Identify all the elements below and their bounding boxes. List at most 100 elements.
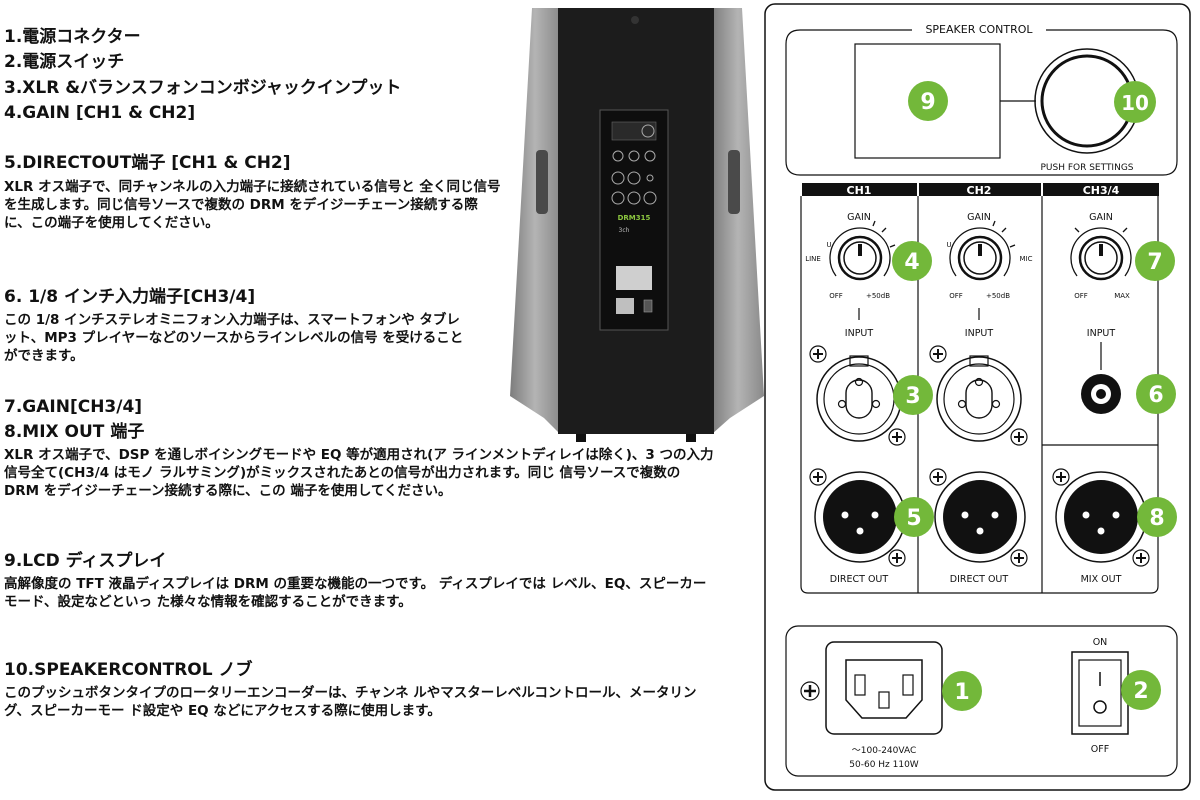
badge-2 [1121,670,1161,710]
ch34-mini-jack[interactable] [1081,374,1121,414]
item-heading: 6. 1/8 インチ入力端子[CH3/4] [4,287,256,307]
badge-6 [1136,374,1176,414]
item-heading: 5.DIRECTOUT端子 [CH1 & CH2] [4,153,291,173]
ch2-header-bar [919,183,1041,196]
item-body: 高解像度の TFT 液晶ディスプレイは DRM の重要な機能の一つです。 ディス… [4,576,707,610]
item-heading: 2.電源スイッチ [4,52,125,72]
speaker-control-title: SPEAKER CONTROL [925,23,1033,36]
speaker-screw [631,16,639,24]
speaker-right-side [712,8,764,434]
ch2-min-label: OFF [949,292,963,300]
ch34-gain-label: GAIN [1089,212,1113,223]
ch1-gain-knob[interactable] [829,220,896,281]
badge-3 [893,375,933,415]
badge-8 [1137,497,1177,537]
badge-7 [1135,241,1175,281]
ch1-side-label: LINE [805,255,821,263]
ch1-header-bar [802,183,917,196]
channel-section-outline [800,196,1159,594]
badge-5 [894,497,934,537]
panel-labels: SPEAKER CONTROL PUSH FOR SETTINGS CH1 CH… [805,23,1134,770]
item-body: XLR オス端子で、DSP を通しボイシングモードや EQ 等が適用され(ア ラ… [4,447,714,499]
badge-2-label: 2 [1133,679,1148,704]
ch1-input-label: INPUT [845,328,874,339]
speaker-foot [576,434,586,442]
badge-4-label: 4 [904,250,919,275]
ch1-output-label: DIRECT OUT [830,574,889,585]
mini-knob [641,124,655,138]
switch-off-label: OFF [1091,744,1109,755]
ch2-gain-label: GAIN [967,212,991,223]
right-handle [728,150,740,214]
power-rating-line1: ～100-240VAC [852,746,916,756]
badge-7-label: 7 [1147,250,1162,275]
ch2-combo-jack[interactable] [936,355,1022,442]
speaker-foot [686,434,696,442]
panel-outline [764,3,1191,791]
ch2-name: CH2 [967,184,992,197]
item-heading: 10.SPEAKERCONTROL ノブ [4,660,253,680]
ch2-output-label: DIRECT OUT [950,574,1009,585]
badge-9 [908,81,948,121]
ch1-mark: U [826,241,831,249]
callout-badges: 9 10 4 7 3 6 5 8 1 2 [892,81,1177,711]
switch-on-label: ON [1093,637,1108,648]
mini-power-switch [643,299,653,313]
ch1-max-label: +50dB [866,292,890,300]
power-connector[interactable] [825,641,943,735]
badge-5-label: 5 [906,506,921,531]
ch34-output-label: MIX OUT [1081,574,1122,585]
mini-jacks [611,150,657,205]
ch34-input-label: INPUT [1087,328,1116,339]
badge-8-label: 8 [1149,506,1164,531]
ch1-name: CH1 [847,184,872,197]
mini-small-label: 3ch [619,227,630,234]
power-section-box [785,625,1178,777]
speaker-cabinet: DRM315 3ch [510,8,764,442]
push-for-settings-label: PUSH FOR SETTINGS [1040,163,1133,173]
mini-lcd [611,121,657,141]
left-handle [536,150,548,214]
ch1-direct-out-jack[interactable] [814,471,906,563]
ch2-direct-out-jack[interactable] [934,471,1026,563]
badge-10-label: 10 [1121,91,1149,115]
rear-panel-plate [599,109,669,331]
item-heading: 4.GAIN [CH1 & CH2] [4,103,196,123]
badge-9-label: 9 [920,90,935,115]
ch34-header-bar [1043,183,1159,196]
item-body: XLR オス端子で、同チャンネルの入力端子に接続されている信号と 全く同じ信号を… [4,179,501,231]
ch2-mark: U [946,241,951,249]
item-heading: 9.LCD ディスプレイ [4,551,167,571]
badge-10 [1114,81,1156,123]
item-heading: 3.XLR &バランスフォンコンボジャックインプット [4,78,402,98]
ch34-max-label: MAX [1114,292,1130,300]
ch1-min-label: OFF [829,292,843,300]
power-switch[interactable] [1071,651,1129,735]
ch1-combo-jack[interactable] [816,355,902,442]
mini-label-sticker [616,266,652,290]
item-body: この 1/8 インチステレオミニフォン入力端子は、スマートフォンや タブレット、… [4,312,464,364]
plus-screw-icon [800,345,1150,701]
badge-1-label: 1 [954,680,969,705]
ch2-max-label: +50dB [986,292,1010,300]
ch2-side-label: MIC [1020,255,1033,263]
panel-diagram [764,3,1191,791]
item-body: このプッシュボタンタイプのロータリーエンコーダーは、チャンネ ルやマスターレベル… [4,685,697,719]
badge-4 [892,241,932,281]
ch2-gain-knob[interactable] [949,220,1016,281]
ch34-min-label: OFF [1074,292,1088,300]
mini-model-label: DRM315 [618,214,651,222]
ch34-gain-knob[interactable] [1070,227,1132,281]
ch2-input-label: INPUT [965,328,994,339]
mini-iec-socket [616,298,634,314]
ch34-name: CH3/4 [1083,184,1120,197]
badge-1 [942,671,982,711]
badge-3-label: 3 [905,384,920,409]
power-rating-line2: 50-60 Hz 110W [849,760,919,770]
badge-6-label: 6 [1148,383,1163,408]
mix-out-jack[interactable] [1055,471,1147,563]
item-heading: 8.MIX OUT 端子 [4,422,145,442]
speaker-left-side [510,8,560,434]
speaker-control-box [785,29,1178,176]
